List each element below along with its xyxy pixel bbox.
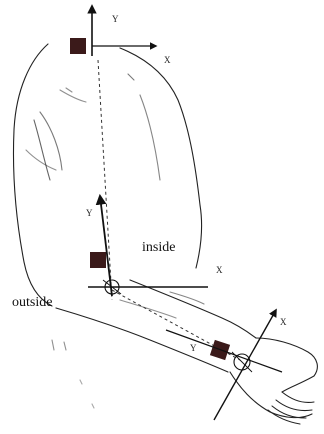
elbow-marker	[90, 252, 106, 268]
shoulder-marker	[70, 38, 86, 54]
inside-label: inside	[142, 241, 175, 255]
shoulder-y-axis-label: Y	[112, 15, 119, 24]
elbow-y-axis	[100, 196, 112, 296]
shoulder-x-axis-label: X	[164, 56, 171, 65]
elbow-y-axis-label: Y	[86, 209, 93, 218]
wrist-y-axis-label: Y	[190, 344, 197, 353]
outside-label: outside	[12, 296, 52, 310]
elbow-x-axis-label: X	[216, 266, 223, 275]
wrist-x-axis	[166, 330, 282, 372]
wrist-marker-group	[166, 310, 282, 420]
arm-outline	[13, 44, 317, 424]
wrist-x-axis-label: X	[280, 318, 287, 327]
